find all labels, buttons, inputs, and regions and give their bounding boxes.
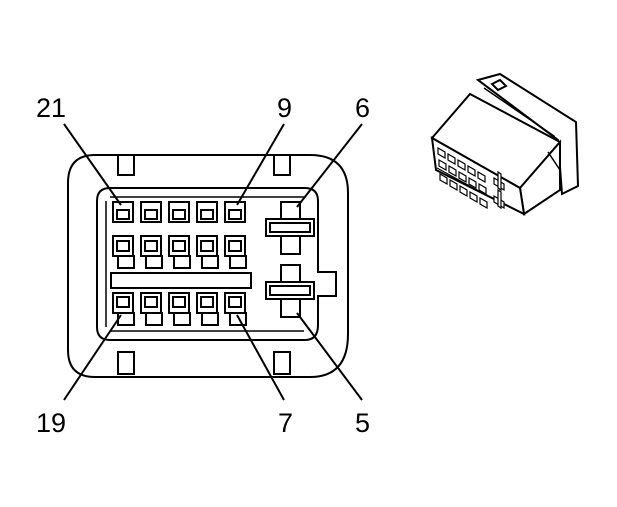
terminal-cavity [140,201,162,223]
leader-line-21 [63,123,122,206]
locating-tab-bottom-left [117,351,135,375]
terminal-cavity [112,201,134,223]
pin-label-9: 9 [277,93,292,123]
center-divider-bar [110,272,252,289]
leader-line-9 [236,123,285,206]
terminal-row-2 [112,235,247,269]
leader-line-6 [296,123,363,208]
flange-latch [490,78,508,92]
terminal-cavity [196,235,219,269]
terminal-cavity [196,201,218,223]
isometric-divider [436,167,489,197]
locating-tab-bottom-right [273,351,291,375]
terminal-cavity [168,235,191,269]
pin-label-6: 6 [355,93,370,123]
leader-line-19 [63,314,122,401]
terminal-cavity [112,292,135,326]
pin-label-19: 19 [36,408,66,438]
isometric-pin-grid [437,146,505,210]
locating-tab-top-right [273,154,291,176]
pin-label-7: 7 [278,408,293,438]
power-terminal-cavity-lower [265,264,315,318]
connector-outer-housing [67,154,349,378]
terminal-cavity [196,292,219,326]
terminal-cavity [168,201,190,223]
terminal-cavity [224,201,246,223]
terminal-cavity [140,292,163,326]
terminal-cavity [224,292,247,326]
terminal-cavity [140,235,163,269]
pin-label-21: 21 [36,93,66,123]
terminal-cavity [112,235,135,269]
connector-isometric-view [430,72,580,216]
pin-label-5: 5 [355,408,370,438]
power-terminal-cavity-upper [265,201,315,255]
leader-line-5 [296,312,363,401]
leader-line-7 [236,314,285,401]
connector-face-view: 21 9 6 19 7 5 [36,93,370,438]
terminal-row-3 [112,292,247,326]
terminal-cavity [168,292,191,326]
terminal-row-1 [112,201,246,223]
terminal-cavity [224,235,247,269]
connector-body-side-detail [547,151,561,171]
locating-tab-top-left [117,154,135,176]
connector-inner-housing [96,187,337,341]
